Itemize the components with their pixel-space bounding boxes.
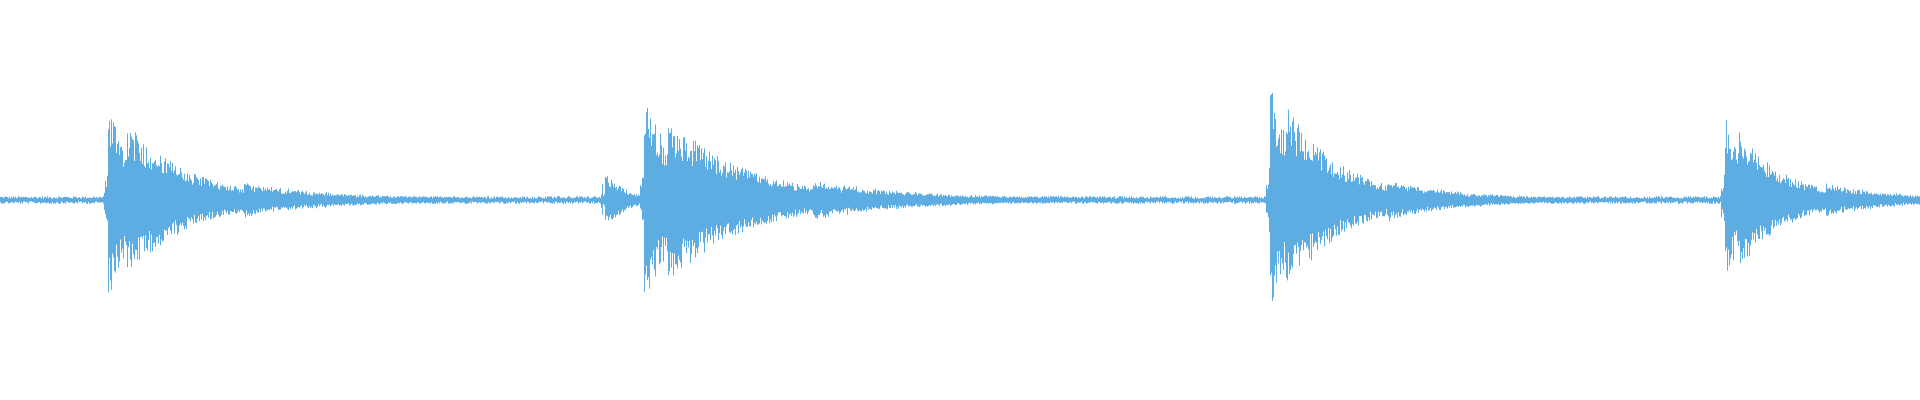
waveform-signal [0, 93, 1920, 301]
waveform-samples [0, 93, 1920, 301]
